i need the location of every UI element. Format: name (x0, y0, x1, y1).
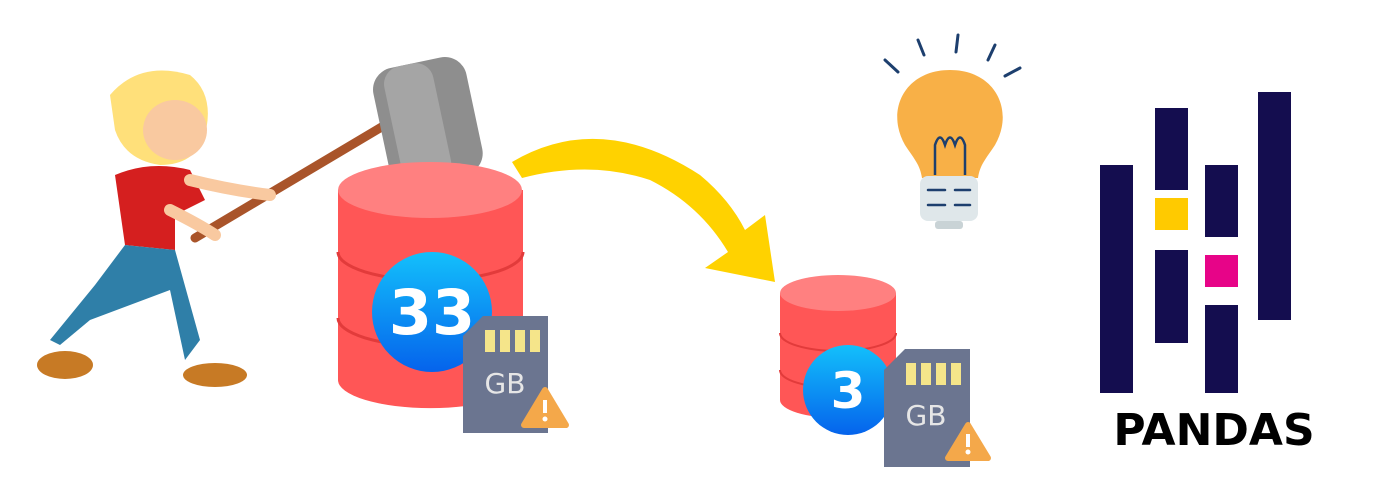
count-badge-33-text: 33 (389, 276, 475, 349)
light-bulb-icon (883, 33, 1022, 229)
warning-icon (521, 387, 569, 428)
pandas-logo: PANDAS (1100, 92, 1315, 456)
memory-card-small-icon: GB (884, 349, 991, 467)
count-badge-3: 3 (803, 345, 893, 435)
count-badge-3-text: 3 (831, 362, 866, 420)
count-badge-33: 33 (372, 252, 492, 372)
memory-card-label: GB (485, 367, 526, 400)
boy-with-hammer-icon (37, 56, 483, 387)
pandas-logo-text: PANDAS (1113, 405, 1314, 456)
curved-arrow-icon (512, 138, 775, 282)
memory-card-small-label: GB (906, 399, 947, 432)
memory-card-icon: GB (463, 316, 569, 433)
warning-small-icon (945, 422, 991, 461)
